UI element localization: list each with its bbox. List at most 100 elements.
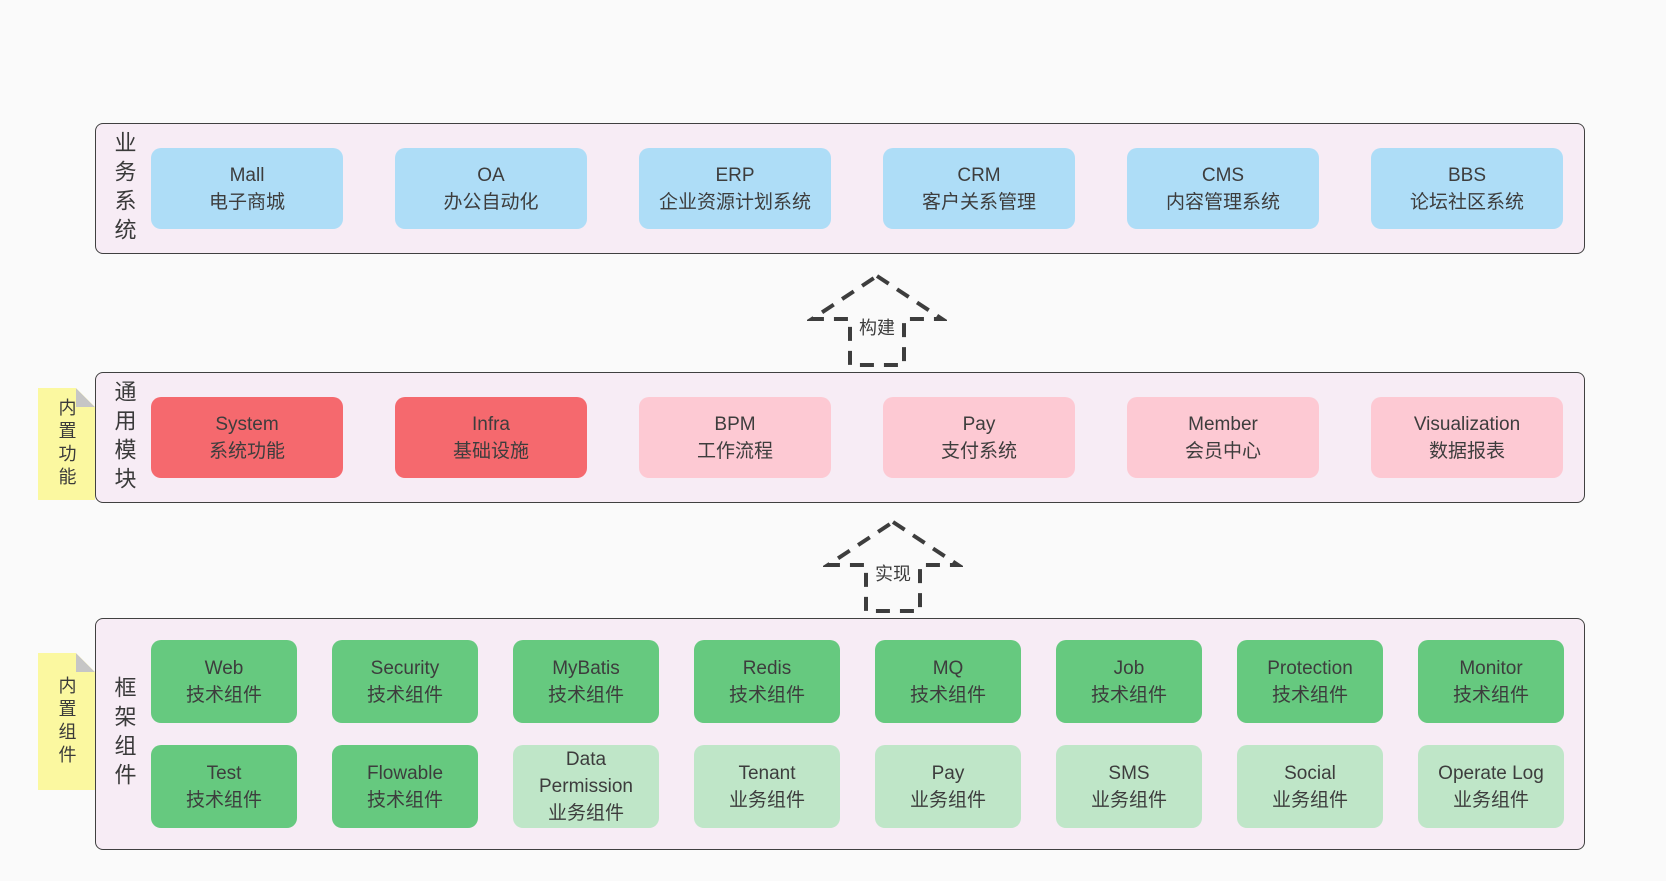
box-label-zh: 工作流程 xyxy=(696,440,773,462)
implement-arrow: 实现 xyxy=(823,519,963,615)
box-pay: Pay 支付系统 xyxy=(883,397,1075,478)
box-label-zh: 办公自动化 xyxy=(443,191,539,213)
common-modules-panel: 通用模块 System 系统功能 Infra 基础设施 BPM 工作流程 Pay… xyxy=(95,372,1585,503)
common-modules-label-text: 通用模块 xyxy=(111,379,137,496)
business-systems-label-text: 业务系统 xyxy=(111,130,137,247)
framework-components-label: 框架组件 xyxy=(96,619,151,849)
dashed-arrow-up-icon xyxy=(807,273,947,367)
box-name-en: Member xyxy=(1188,413,1258,435)
box-name-en: Tenant xyxy=(738,762,796,784)
box-label-zh: 业务组件 xyxy=(909,789,986,811)
box-name-en: SMS xyxy=(1108,762,1150,784)
box-name-en: Pay xyxy=(931,762,965,784)
box-bpm: BPM 工作流程 xyxy=(639,397,831,478)
box-label-zh: 电子商城 xyxy=(208,191,285,213)
box-label-zh: 基础设施 xyxy=(452,440,529,462)
box-label-zh: 系统功能 xyxy=(208,440,285,462)
box-name-en: Flowable xyxy=(366,762,444,784)
box-infra: Infra 基础设施 xyxy=(395,397,587,478)
box-system: System 系统功能 xyxy=(151,397,343,478)
box-redis: Redis 技术组件 xyxy=(694,640,840,723)
box-data-permission: Data Permission 业务组件 xyxy=(513,745,659,828)
box-name-en: Protection xyxy=(1267,657,1353,679)
box-protection: Protection 技术组件 xyxy=(1237,640,1383,723)
box-name-en: Security xyxy=(370,657,440,679)
box-tenant: Tenant 业务组件 xyxy=(694,745,840,828)
box-mybatis: MyBatis 技术组件 xyxy=(513,640,659,723)
box-name-en: Pay xyxy=(962,413,996,435)
box-social: Social 业务组件 xyxy=(1237,745,1383,828)
box-cms: CMS 内容管理系统 xyxy=(1127,148,1319,229)
box-label-zh: 业务组件 xyxy=(728,789,805,811)
box-oa: OA 办公自动化 xyxy=(395,148,587,229)
box-label-zh: 技术组件 xyxy=(185,684,262,706)
box-label-zh: 支付系统 xyxy=(940,440,1017,462)
framework-row-1: Web 技术组件 Security 技术组件 MyBatis 技术组件 Redi… xyxy=(151,640,1564,723)
framework-row-2: Test 技术组件 Flowable 技术组件 Data Permission … xyxy=(151,745,1564,828)
folded-corner-icon xyxy=(76,388,95,407)
box-name-en: MQ xyxy=(932,657,964,679)
box-name-en: Visualization xyxy=(1413,413,1521,435)
box-web: Web 技术组件 xyxy=(151,640,297,723)
box-label-zh: 企业资源计划系统 xyxy=(658,191,811,213)
box-label-zh: 论坛社区系统 xyxy=(1409,191,1524,213)
box-label-zh: 技术组件 xyxy=(1271,684,1348,706)
build-arrow: 构建 xyxy=(807,273,947,369)
box-label-zh: 技术组件 xyxy=(185,789,262,811)
box-label-zh: 技术组件 xyxy=(366,684,443,706)
box-erp: ERP 企业资源计划系统 xyxy=(639,148,831,229)
box-name-en: Job xyxy=(1113,657,1145,679)
implement-arrow-label: 实现 xyxy=(872,559,914,587)
box-crm: CRM 客户关系管理 xyxy=(883,148,1075,229)
common-modules-label: 通用模块 xyxy=(96,373,151,502)
business-boxes-row: Mall 电子商城 OA 办公自动化 ERP 企业资源计划系统 CRM 客户关系… xyxy=(151,148,1563,229)
box-name-en: Mall xyxy=(229,164,265,186)
box-monitor: Monitor 技术组件 xyxy=(1418,640,1564,723)
box-label-zh: 业务组件 xyxy=(1090,789,1167,811)
box-label-zh: 技术组件 xyxy=(1090,684,1167,706)
box-name-en: CMS xyxy=(1201,164,1245,186)
box-sms: SMS 业务组件 xyxy=(1056,745,1202,828)
box-name-en: ERP xyxy=(715,164,755,186)
box-label-zh: 技术组件 xyxy=(909,684,986,706)
box-name-en: CRM xyxy=(957,164,1001,186)
box-operate-log: Operate Log 业务组件 xyxy=(1418,745,1564,828)
box-name-en: System xyxy=(215,413,279,435)
box-name-en: OA xyxy=(477,164,505,186)
common-boxes-row: System 系统功能 Infra 基础设施 BPM 工作流程 Pay 支付系统… xyxy=(151,397,1563,478)
box-label-zh: 业务组件 xyxy=(547,803,624,824)
box-name-en: BBS xyxy=(1447,164,1487,186)
box-flowable: Flowable 技术组件 xyxy=(332,745,478,828)
box-name-en: Test xyxy=(206,762,242,784)
box-mq: MQ 技术组件 xyxy=(875,640,1021,723)
box-name-en: MyBatis xyxy=(552,657,620,679)
box-bbs: BBS 论坛社区系统 xyxy=(1371,148,1563,229)
business-systems-panel: 业务系统 Mall 电子商城 OA 办公自动化 ERP 企业资源计划系统 CRM… xyxy=(95,123,1585,254)
box-name-en: Operate Log xyxy=(1438,762,1544,784)
box-label-zh: 客户关系管理 xyxy=(921,191,1036,213)
box-job: Job 技术组件 xyxy=(1056,640,1202,723)
box-label-zh: 数据报表 xyxy=(1428,440,1505,462)
box-label-zh: 技术组件 xyxy=(1452,684,1529,706)
framework-components-panel: 框架组件 Web 技术组件 Security 技术组件 MyBatis 技术组件… xyxy=(95,618,1585,850)
sticky-text: 内置功能 xyxy=(56,398,77,490)
box-name-en: BPM xyxy=(714,413,756,435)
sticky-note-built-in-features: 内置功能 xyxy=(38,388,95,500)
box-label-zh: 内容管理系统 xyxy=(1165,191,1280,213)
business-systems-label: 业务系统 xyxy=(96,124,151,253)
sticky-note-built-in-components: 内置组件 xyxy=(38,653,95,790)
box-name-en: Infra xyxy=(471,413,511,435)
box-mall: Mall 电子商城 xyxy=(151,148,343,229)
box-name-en: Monitor xyxy=(1459,657,1523,679)
box-name-en: Redis xyxy=(742,657,792,679)
box-name-en: Social xyxy=(1284,762,1336,784)
box-label-zh: 会员中心 xyxy=(1184,440,1261,462)
box-visualization: Visualization 数据报表 xyxy=(1371,397,1563,478)
folded-corner-icon xyxy=(76,653,95,672)
box-label-zh: 业务组件 xyxy=(1452,789,1529,811)
box-label-zh: 技术组件 xyxy=(366,789,443,811)
box-label-zh: 业务组件 xyxy=(1271,789,1348,811)
box-name-en: Data Permission xyxy=(539,749,633,797)
box-test: Test 技术组件 xyxy=(151,745,297,828)
